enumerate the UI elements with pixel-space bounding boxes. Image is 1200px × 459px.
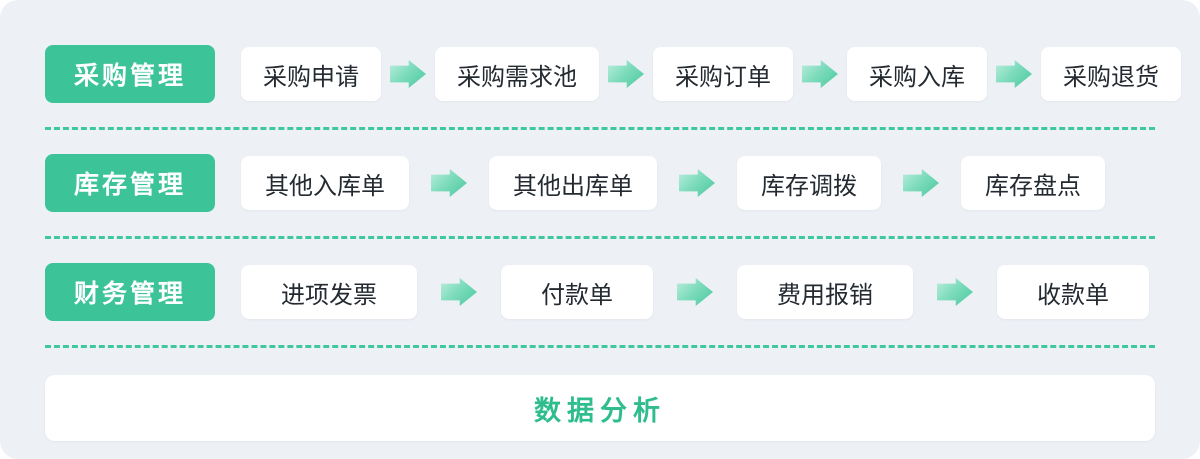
flow-node-purchase-order: 采购订单 <box>653 47 793 101</box>
flow-node-purchase-inbound: 采购入库 <box>847 47 987 101</box>
flow-row-procurement: 采购管理 采购申请 采购需求池 采购订单 采购入库 采购退货 <box>45 44 1181 104</box>
flow-node-input-invoice: 进项发票 <box>241 265 417 319</box>
arrow-right-icon <box>608 60 644 88</box>
flow-node-inventory-count: 库存盘点 <box>961 156 1105 210</box>
flow-node-purchase-return: 采购退货 <box>1041 47 1181 101</box>
dashed-divider <box>45 345 1155 348</box>
dashed-divider <box>45 127 1155 130</box>
arrow-right-icon <box>390 60 426 88</box>
data-analysis-bar: 数据分析 <box>45 375 1155 441</box>
flow-node-purchase-request: 采购申请 <box>241 47 381 101</box>
arrow-right-icon <box>677 278 713 306</box>
flow-node-payment-slip: 付款单 <box>501 265 653 319</box>
flow-node-purchase-demand-pool: 采购需求池 <box>435 47 599 101</box>
row-label-finance: 财务管理 <box>45 263 215 321</box>
arrow-right-icon <box>441 278 477 306</box>
arrow-right-icon <box>679 169 715 197</box>
flow-node-expense-reimbursement: 费用报销 <box>737 265 913 319</box>
arrow-right-icon <box>996 60 1032 88</box>
arrow-right-icon <box>431 169 467 197</box>
row-label-procurement: 采购管理 <box>45 45 215 103</box>
flow-row-finance: 财务管理 进项发票 付款单 费用报销 收款单 <box>45 262 1155 322</box>
arrow-right-icon <box>937 278 973 306</box>
flow-row-inventory: 库存管理 其他入库单 其他出库单 库存调拨 库存盘点 <box>45 153 1155 213</box>
dashed-divider <box>45 236 1155 239</box>
arrow-right-icon <box>903 169 939 197</box>
arrow-right-icon <box>802 60 838 88</box>
row-label-inventory: 库存管理 <box>45 154 215 212</box>
flow-node-other-outbound: 其他出库单 <box>489 156 657 210</box>
flow-node-receipt-slip: 收款单 <box>997 265 1149 319</box>
data-analysis-label: 数据分析 <box>534 395 666 426</box>
flow-node-other-inbound: 其他入库单 <box>241 156 409 210</box>
flow-node-inventory-transfer: 库存调拨 <box>737 156 881 210</box>
